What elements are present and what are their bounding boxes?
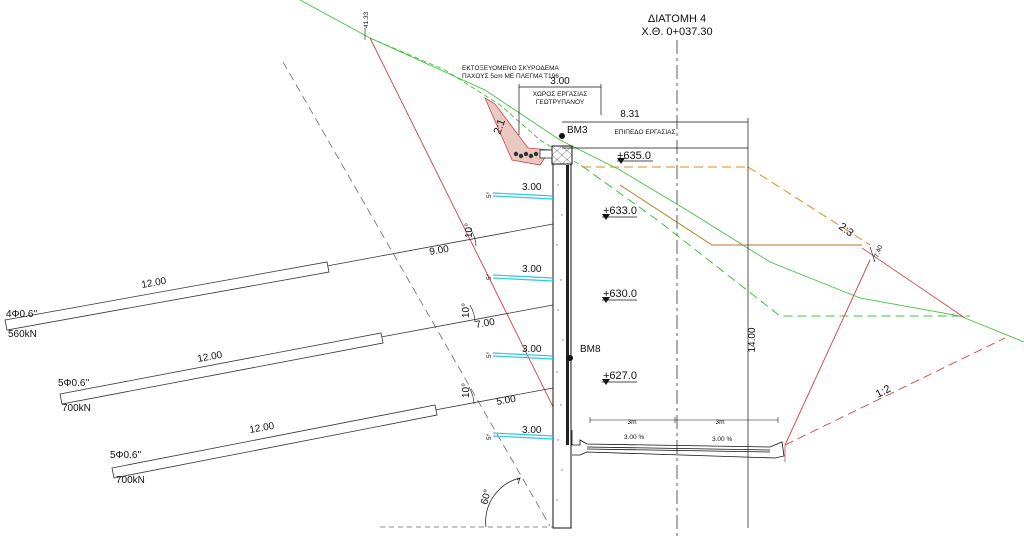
nail-4-length: 3.00 — [522, 425, 542, 436]
failure-wedge-line — [369, 37, 573, 446]
work-level-label: ΕΠΙΠΕΔΟ ΕΡΓΑΣΙΑΣ — [614, 129, 675, 136]
anchor-3-tendon: 5Φ0.6'' — [110, 450, 141, 461]
nail-1-angle: 5° — [485, 191, 493, 198]
red-slope-12 — [784, 337, 1006, 446]
nail-4-angle: 5° — [485, 433, 493, 440]
half-width-right: 3m — [715, 419, 724, 426]
wall-dots — [556, 184, 564, 501]
slope-23-line — [747, 166, 871, 246]
drill-area-label-1: ΧΩΡΟΣ ΕΡΓΑΣΙΑΣ — [533, 91, 588, 98]
drill-area-label-2: ΓΕΩΤΡΥΠΑΝΟΥ — [536, 99, 585, 106]
nail-3-length: 3.00 — [522, 344, 542, 355]
section-title: ΔΙΑΤΟΜΗ 4 — [648, 13, 706, 25]
bm3-marker — [559, 133, 565, 139]
base-drain — [571, 417, 785, 459]
angle-arc-10-3 — [468, 386, 475, 405]
level-630: +630.0 — [603, 288, 637, 300]
anchor-bond-1 — [4, 261, 330, 331]
anchor-free-2 — [380, 304, 554, 338]
anchor-1-free-length: 9.00 — [429, 244, 451, 258]
anchor-1-angle: 10° — [464, 223, 475, 238]
top-value-label: 41.33 — [363, 11, 370, 28]
height-label: 14.00 — [747, 327, 758, 352]
slope-bottom-label: 1:2 — [874, 383, 893, 401]
anchor-3-angle: 10° — [461, 383, 472, 398]
anchor-1-force: 560kN — [8, 329, 37, 340]
drill-width-label: 3.00 — [550, 76, 570, 87]
level-633: +633.0 — [603, 205, 637, 217]
red-right-line-1 — [861, 247, 966, 319]
anchor-2-force: 700kN — [62, 403, 91, 414]
bm8-label: BM8 — [580, 344, 601, 355]
grade-right: 3.00 % — [712, 436, 732, 443]
level-markers — [602, 158, 625, 385]
slope-top-label: 2:1 — [492, 118, 509, 136]
anchor-1-bond-length: 12.00 — [141, 276, 168, 291]
nail-1-length: 3.00 — [522, 182, 542, 193]
section-chainage: Χ.Θ. 0+037.30 — [641, 26, 712, 38]
angle-arc-60 — [485, 477, 521, 528]
level-627: +627.0 — [603, 370, 637, 382]
bm8-marker — [567, 355, 573, 361]
slope-right-label: 2:3 — [836, 221, 855, 240]
nail-2-angle: 5° — [485, 273, 493, 280]
slip-plane-line — [282, 61, 551, 527]
concrete-note-1: ΕΚΤΟΞΕΥΟΜΕΝΟ ΣΚΥΡΟΔΕΜΑ — [462, 65, 560, 72]
anchor-bond-3 — [111, 404, 438, 479]
anchor-2-free-length: 7.00 — [475, 317, 497, 331]
dimension-3m — [518, 84, 602, 135]
concrete-note-2: ΠΑΧΟΥΣ 5cm ΜΕ ΠΛΕΓΜΑ Τ196 — [462, 73, 559, 80]
right-value-label: 7.40 — [873, 244, 884, 259]
wall-shading — [566, 165, 569, 445]
anchor-3-bond-length: 12.00 — [249, 421, 276, 436]
anchor-3-force: 700kN — [116, 475, 145, 486]
half-width-left: 3m — [627, 419, 636, 426]
anchor-2-bond-length: 12.00 — [197, 350, 224, 365]
anchor-bond-2 — [59, 332, 384, 405]
berm-orange-line — [619, 184, 862, 246]
nail-2-length: 3.00 — [522, 264, 542, 275]
red-lower-slope — [784, 259, 871, 446]
angle-arc-10-2 — [469, 304, 476, 323]
anchor-free-1 — [326, 223, 554, 267]
anchor-3-free-length: 5.00 — [496, 394, 518, 408]
level-635: +635.0 — [617, 150, 651, 162]
anchor-free-3 — [434, 387, 554, 411]
bm3-label: BM3 — [567, 125, 588, 136]
anchor-1-tendon: 4Φ0.6'' — [6, 309, 37, 320]
excavation-green-dashed — [581, 165, 970, 317]
angle-60-label: 60° — [479, 488, 494, 505]
existing-ground-line — [299, 0, 1024, 343]
anchor-2-angle: 10° — [461, 303, 472, 318]
shotcrete-stones — [513, 151, 539, 159]
grade-left: 3.00 % — [624, 434, 644, 441]
nail-3-angle: 5° — [485, 351, 493, 358]
dimension-831 — [562, 118, 749, 168]
anchor-2-tendon: 5Φ0.6'' — [58, 378, 89, 389]
soil-nails — [492, 192, 554, 440]
work-width-label: 8.31 — [620, 109, 640, 120]
angle-arc-10-1 — [469, 227, 477, 247]
